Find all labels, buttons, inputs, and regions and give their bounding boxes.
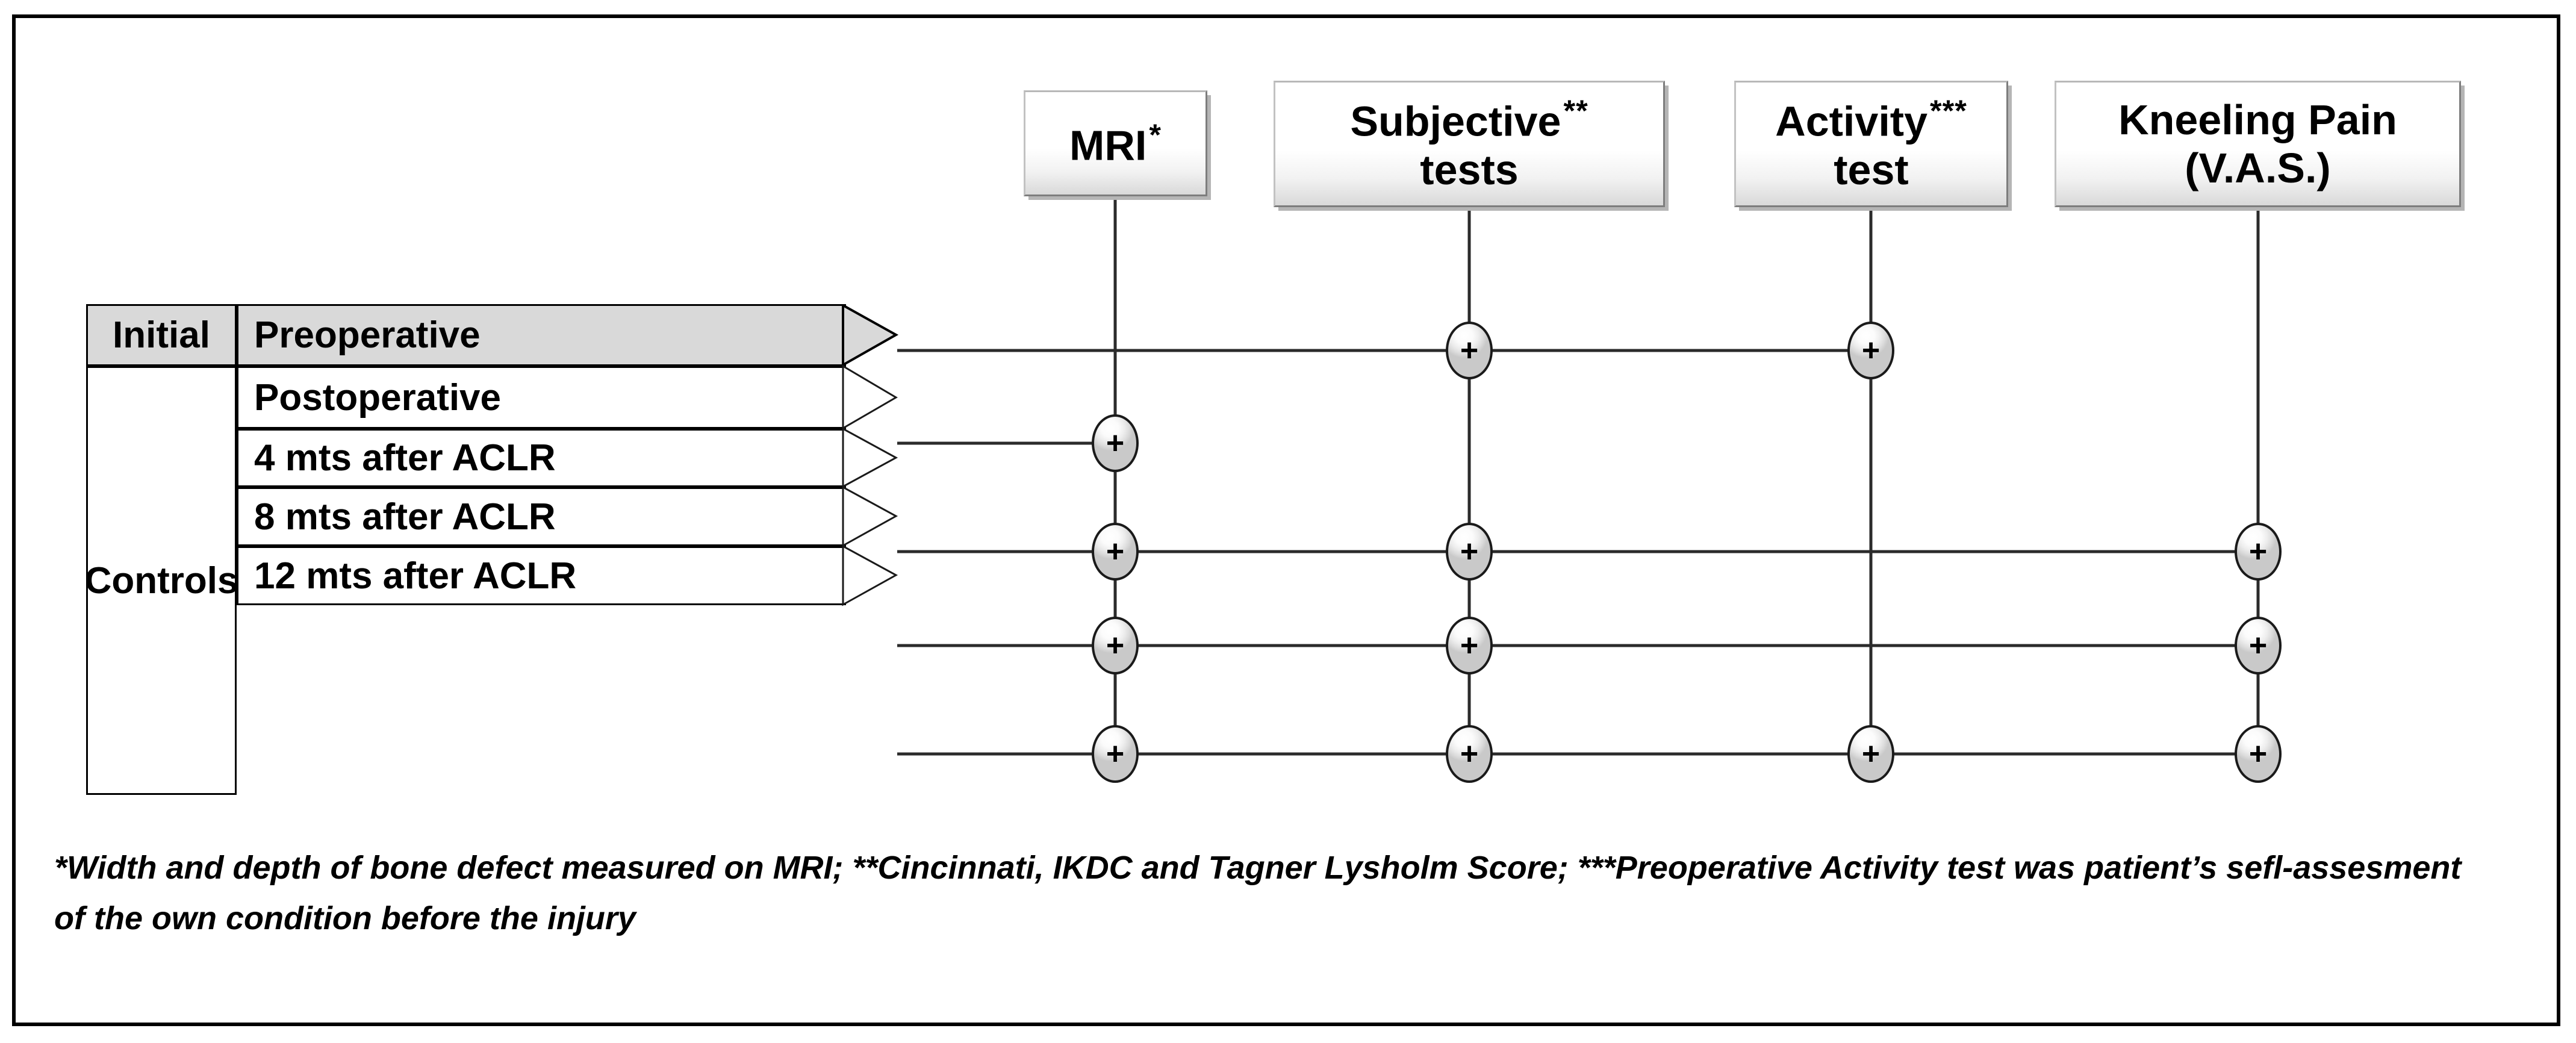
timepoint-row-4-months: 4 mts after ACLR (237, 429, 846, 487)
timepoint-label-8-months: 8 mts after ACLR (254, 496, 556, 538)
plus-icon: + (2248, 736, 2268, 771)
node-4-months-subjective-tests[interactable]: + (1446, 523, 1493, 581)
node-12-months-activity-test[interactable]: + (1847, 725, 1894, 783)
node-12-months-mri[interactable]: + (1092, 725, 1139, 783)
plus-icon: + (2248, 534, 2268, 569)
row-chevrons (842, 304, 899, 606)
node-4-months-kneeling-pain[interactable]: + (2235, 523, 2282, 581)
plus-icon: + (1460, 333, 1479, 368)
node-preoperative-subjective-tests[interactable]: + (1446, 322, 1493, 379)
timepoint-label-4-months: 4 mts after ACLR (254, 437, 556, 479)
plus-icon: + (1460, 736, 1479, 771)
timepoint-label-postoperative: Postoperative (254, 376, 502, 419)
node-preoperative-activity-test[interactable]: + (1847, 322, 1894, 379)
plus-icon: + (1106, 628, 1125, 663)
node-12-months-kneeling-pain[interactable]: + (2235, 725, 2282, 783)
group-label-initial: Initial (113, 314, 210, 356)
node-8-months-kneeling-pain[interactable]: + (2235, 617, 2282, 674)
figure-footnote: *Width and depth of bone defect measured… (54, 843, 2499, 944)
timepoint-label-12-months: 12 mts after ACLR (254, 555, 577, 597)
node-postoperative-mri[interactable]: + (1092, 414, 1139, 472)
plus-icon: + (1106, 426, 1125, 461)
timepoint-label-table: Initial Controls Preoperative Postoperat… (84, 304, 846, 795)
timepoint-row-8-months: 8 mts after ACLR (237, 487, 846, 546)
instrument-box-activity-test[interactable]: Activity***test (1734, 81, 2008, 207)
footnote-line-1: *Width and depth of bone defect measured… (54, 850, 2005, 886)
instrument-label-mri: MRI* (1069, 117, 1162, 169)
plus-icon: + (1460, 534, 1479, 569)
plus-icon: + (1861, 333, 1881, 368)
footnote-line-2: was patient’s sefl-assesment of the own … (54, 850, 2462, 936)
timepoint-row-postoperative: Postoperative (237, 366, 846, 429)
instrument-box-kneeling-pain[interactable]: Kneeling Pain(V.A.S.) (2055, 81, 2461, 207)
instrument-label-activity-test: Activity***test (1775, 93, 1967, 194)
instrument-label-subjective-tests: Subjective**tests (1350, 93, 1588, 194)
plus-icon: + (1106, 534, 1125, 569)
timepoint-row-preoperative: Preoperative (237, 304, 846, 366)
group-cell-controls: Controls (84, 366, 238, 795)
node-4-months-mri[interactable]: + (1092, 523, 1139, 581)
node-8-months-mri[interactable]: + (1092, 617, 1139, 674)
instrument-box-mri[interactable]: MRI* (1024, 90, 1207, 196)
node-12-months-subjective-tests[interactable]: + (1446, 725, 1493, 783)
timepoint-row-12-months: 12 mts after ACLR (237, 546, 846, 605)
group-cell-initial: Initial (86, 304, 237, 366)
plus-icon: + (1460, 628, 1479, 663)
group-label-controls: Controls (84, 559, 238, 602)
instrument-label-kneeling-pain: Kneeling Pain(V.A.S.) (2118, 96, 2397, 192)
instrument-box-subjective-tests[interactable]: Subjective**tests (1274, 81, 1665, 207)
plus-icon: + (1861, 736, 1881, 771)
plus-icon: + (2248, 628, 2268, 663)
timepoint-label-preoperative: Preoperative (254, 314, 481, 356)
plus-icon: + (1106, 736, 1125, 771)
node-8-months-subjective-tests[interactable]: + (1446, 617, 1493, 674)
